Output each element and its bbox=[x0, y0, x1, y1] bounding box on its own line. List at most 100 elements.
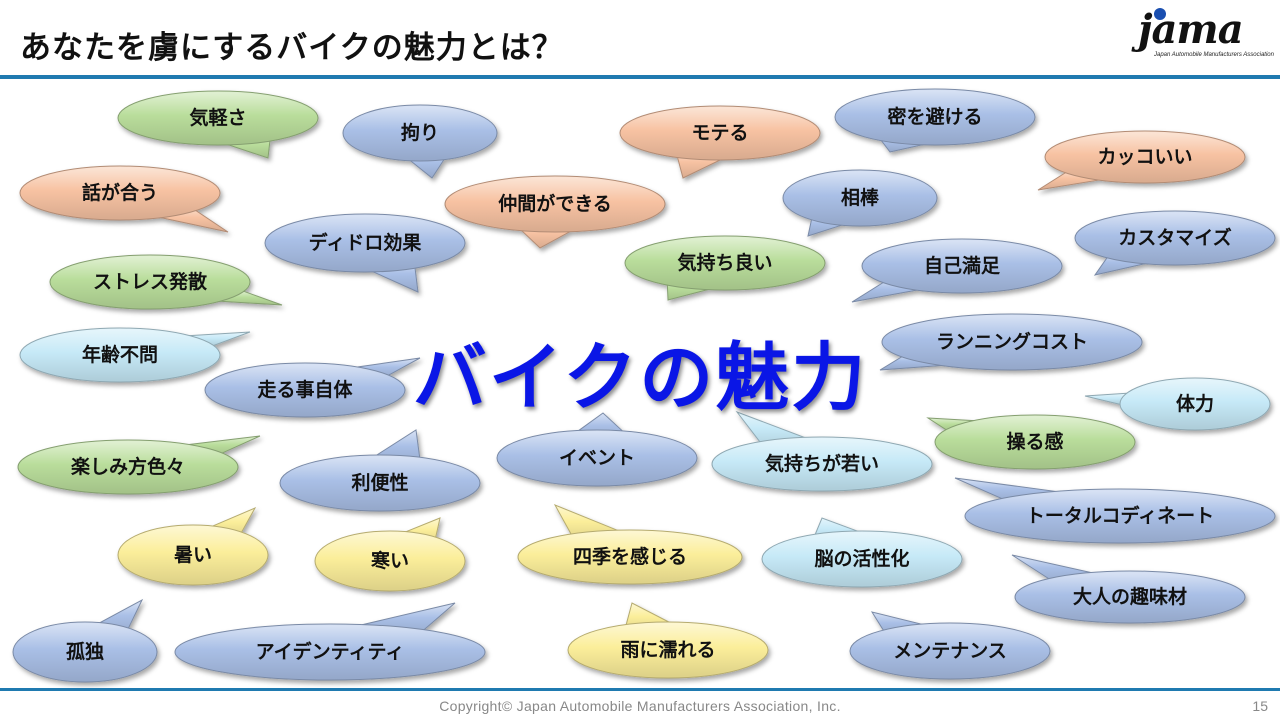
speech-bubble-fill bbox=[119, 526, 267, 584]
speech-bubble bbox=[879, 313, 1143, 371]
speech-bubble-label: 拘り bbox=[401, 121, 439, 144]
speech-bubble-label: 利便性 bbox=[351, 471, 408, 494]
speech-bubble-fill bbox=[936, 416, 1134, 468]
speech-bubble-label: メンテナンス bbox=[893, 640, 1007, 662]
speech-bubble-fill bbox=[1076, 212, 1274, 264]
speech-bubble bbox=[12, 598, 158, 683]
center-heading: バイクの魅力 bbox=[412, 335, 868, 421]
speech-bubble-label: アイデンティティ bbox=[256, 640, 405, 663]
speech-bubble-label: ランニングコスト bbox=[936, 330, 1088, 353]
speech-bubble bbox=[782, 169, 938, 237]
speech-bubble-fill bbox=[1016, 572, 1244, 622]
speech-bubble-label: 気軽さ bbox=[189, 106, 246, 129]
speech-bubble bbox=[711, 410, 933, 492]
speech-bubble-fill bbox=[763, 532, 961, 586]
speech-bubble bbox=[761, 517, 963, 588]
speech-bubble-label: 体力 bbox=[1176, 392, 1214, 415]
speech-bubble bbox=[204, 357, 421, 418]
speech-bubble-label: ディドロ効果 bbox=[309, 231, 422, 254]
speech-bubble bbox=[174, 602, 486, 681]
speech-bubble-fill bbox=[176, 625, 484, 679]
speech-bubble bbox=[117, 90, 319, 159]
header-divider bbox=[0, 75, 1280, 79]
jama-logo: jama Japan Automobile Manufacturers Asso… bbox=[1128, 6, 1274, 62]
speech-bubble-fill bbox=[498, 431, 696, 485]
speech-bubble bbox=[342, 104, 498, 179]
speech-bubble bbox=[624, 235, 826, 301]
slide-title: あなたを虜にするバイクの魅力とは？ bbox=[20, 30, 564, 66]
speech-bubble-label: 気持ち良い bbox=[677, 251, 772, 274]
speech-bubble-fill bbox=[21, 329, 219, 381]
speech-bubble-label: 四季を感じる bbox=[573, 545, 687, 568]
speech-bubble bbox=[849, 611, 1051, 680]
speech-bubble-fill bbox=[519, 531, 741, 583]
speech-bubble-label: 寒い bbox=[371, 549, 409, 572]
speech-bubble-label: 話が合う bbox=[82, 181, 158, 204]
speech-bubble bbox=[1074, 210, 1276, 276]
speech-bubble-label: カスタマイズ bbox=[1118, 226, 1231, 249]
speech-bubble bbox=[851, 238, 1063, 303]
speech-bubble bbox=[17, 435, 261, 495]
speech-bubble-fill bbox=[966, 490, 1274, 542]
speech-bubble bbox=[926, 414, 1136, 470]
speech-bubble-label: 仲間ができる bbox=[498, 192, 612, 215]
speech-bubble-label: カッコいい bbox=[1097, 146, 1192, 168]
speech-bubble-fill bbox=[626, 237, 824, 289]
speech-bubble-label: 相棒 bbox=[841, 186, 880, 209]
speech-bubble bbox=[619, 105, 821, 179]
speech-bubble-fill bbox=[316, 532, 464, 590]
speech-bubble bbox=[314, 517, 466, 592]
speech-bubble-fill bbox=[21, 167, 219, 219]
speech-bubble-fill bbox=[1046, 132, 1244, 182]
page-number: 15 bbox=[1252, 698, 1268, 714]
speech-bubble-label: 操る感 bbox=[1006, 430, 1063, 453]
speech-bubble-label: 楽しみ方色々 bbox=[71, 455, 185, 478]
speech-bubble-fill bbox=[206, 364, 404, 416]
speech-bubble bbox=[264, 213, 466, 293]
copyright-text: Copyright© Japan Automobile Manufacturer… bbox=[439, 698, 841, 714]
speech-bubble-fill bbox=[851, 624, 1049, 678]
speech-bubble-label: トータルコディネート bbox=[1026, 504, 1214, 527]
speech-bubble bbox=[19, 165, 229, 233]
speech-bubble-fill bbox=[883, 315, 1141, 369]
speech-bubble bbox=[517, 504, 743, 585]
speech-bubble-fill bbox=[344, 106, 496, 160]
speech-bubble bbox=[279, 429, 481, 512]
speech-bubble-fill bbox=[19, 441, 237, 493]
speech-bubble bbox=[117, 506, 269, 586]
speech-bubble-label: イベント bbox=[559, 447, 635, 469]
speech-bubble-label: 密を避ける bbox=[887, 105, 982, 128]
speech-bubble-label: モテる bbox=[691, 122, 748, 144]
speech-bubble bbox=[444, 175, 666, 249]
speech-bubble-fill bbox=[621, 107, 819, 159]
speech-bubble-fill bbox=[784, 171, 936, 225]
speech-bubble-fill bbox=[14, 623, 156, 681]
speech-bubble bbox=[49, 254, 283, 310]
speech-bubble-label: 自己満足 bbox=[924, 254, 1001, 277]
speech-bubble-label: 雨に濡れる bbox=[620, 639, 715, 661]
speech-bubble bbox=[1037, 130, 1246, 191]
speech-bubble-fill bbox=[713, 438, 931, 490]
speech-bubble-label: 暑い bbox=[174, 544, 212, 566]
speech-bubble-fill bbox=[281, 456, 479, 510]
speech-bubble-label: 大人の趣味材 bbox=[1073, 585, 1187, 608]
speech-bubble-fill bbox=[569, 623, 767, 677]
footer-divider bbox=[0, 688, 1280, 691]
speech-bubble bbox=[496, 412, 698, 487]
speech-bubble bbox=[567, 602, 769, 679]
speech-bubble-label: 走る事自体 bbox=[257, 378, 353, 401]
logo-subtitle: Japan Automobile Manufacturers Associati… bbox=[1154, 52, 1274, 58]
speech-bubble-fill bbox=[266, 215, 464, 271]
speech-bubble bbox=[834, 88, 1036, 153]
speech-bubble-fill bbox=[446, 177, 664, 231]
speech-bubble-fill bbox=[836, 90, 1034, 144]
speech-bubble-label: 孤独 bbox=[66, 640, 104, 663]
speech-bubble bbox=[954, 477, 1276, 544]
speech-bubble-label: ストレス発散 bbox=[93, 270, 207, 293]
speech-bubble bbox=[1084, 377, 1271, 431]
speech-bubble-fill bbox=[1121, 379, 1269, 429]
speech-bubble bbox=[19, 327, 251, 383]
speech-bubble-fill bbox=[119, 92, 317, 144]
speech-bubble-label: 年齢不問 bbox=[82, 343, 158, 366]
